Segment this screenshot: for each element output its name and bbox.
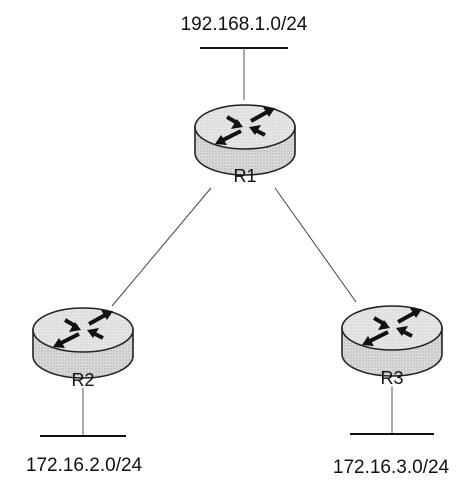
network-label-r1: 192.168.1.0/24	[181, 14, 308, 35]
router-label: R1	[233, 166, 256, 186]
router-label: R2	[71, 370, 94, 390]
network-label-r3: 172.16.3.0/24	[333, 457, 450, 478]
router-icon	[31, 306, 135, 380]
network-label-r2: 172.16.2.0/24	[26, 455, 143, 476]
router-label: R3	[380, 368, 403, 388]
link-r1-r2	[111, 187, 212, 307]
router-r3: R3	[340, 304, 444, 388]
link-r1-r3	[274, 187, 357, 303]
router-icon	[193, 103, 297, 177]
router-r1: R1	[193, 103, 297, 186]
router-r2: R2	[31, 306, 135, 390]
router-icon	[340, 304, 444, 378]
